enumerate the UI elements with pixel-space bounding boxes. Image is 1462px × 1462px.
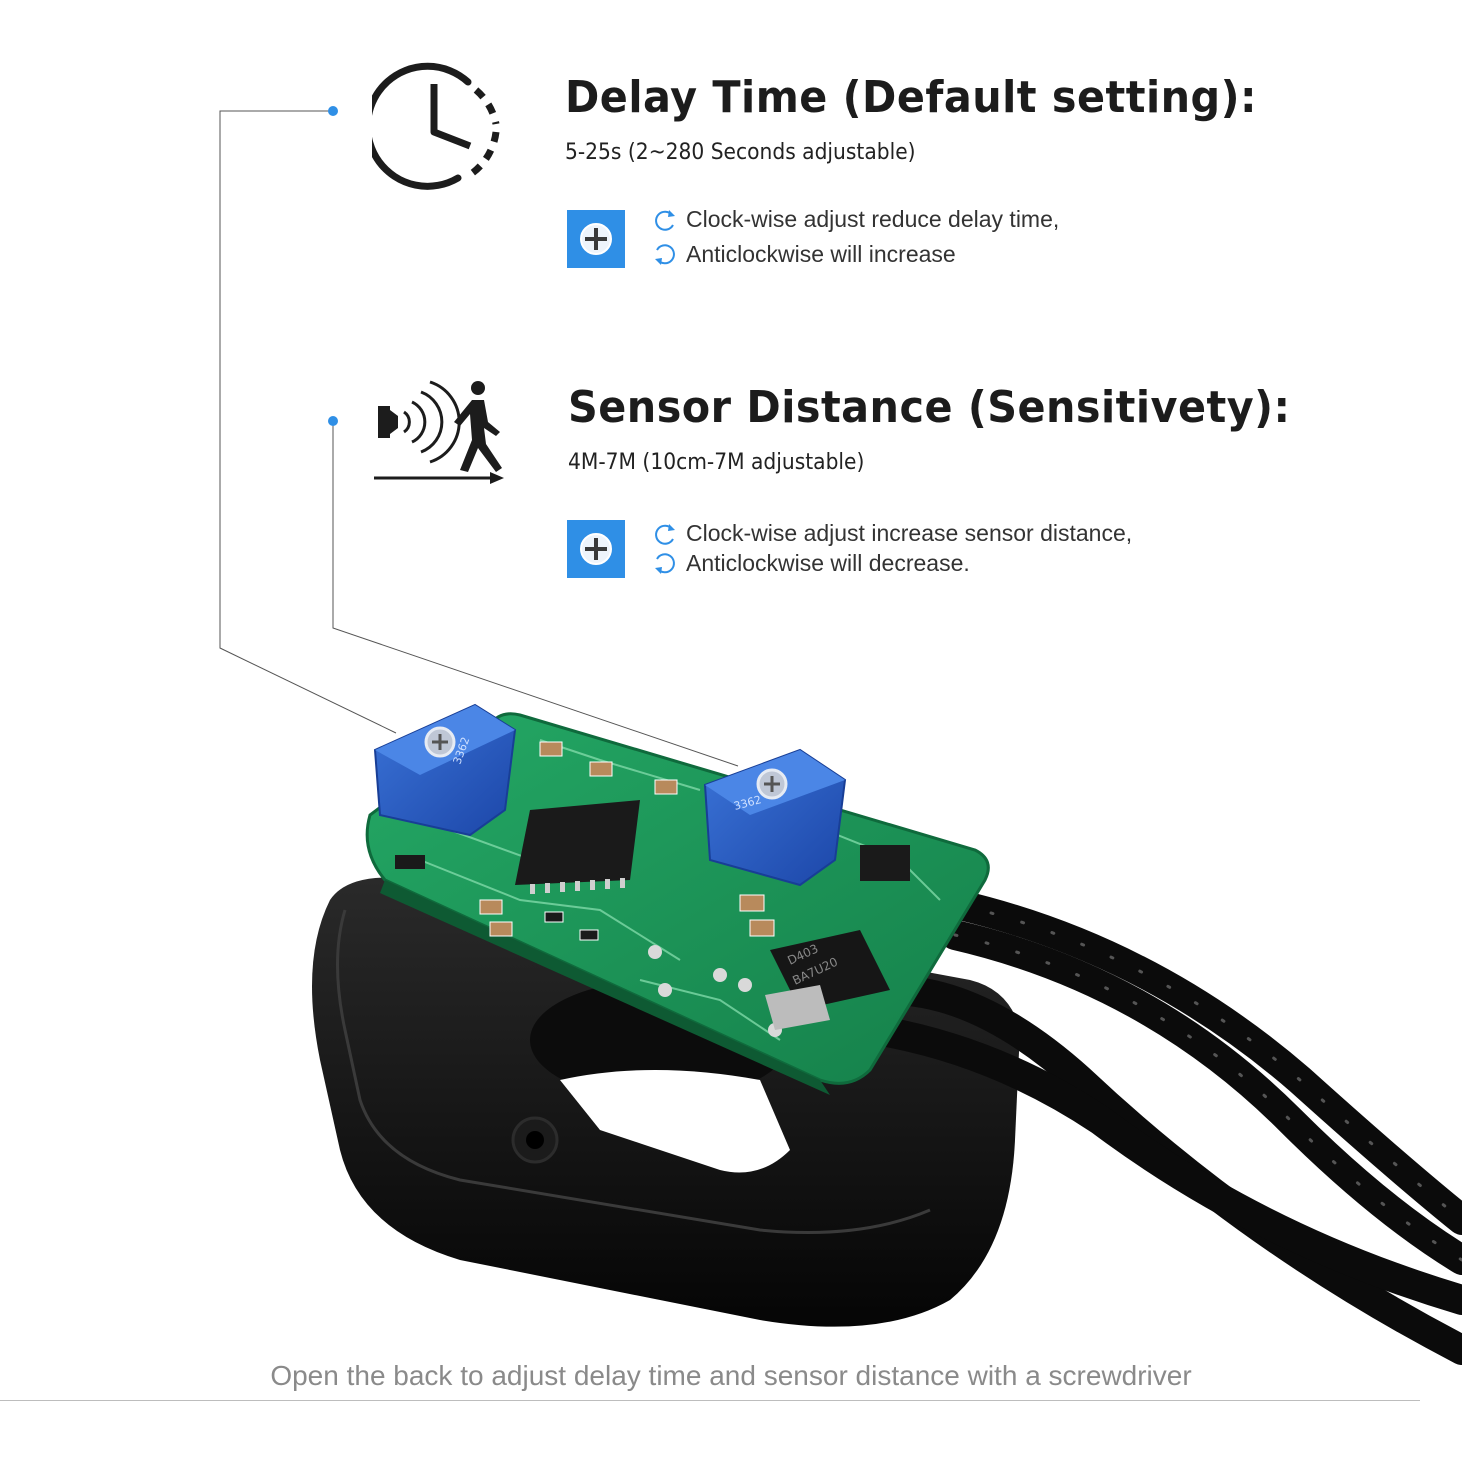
clock-icon: [372, 62, 500, 190]
delay-leader-dot: [328, 106, 338, 116]
bottom-ic: D403 BA7U20: [765, 930, 890, 1030]
delay-hint-line1: Clock-wise adjust reduce delay time,: [686, 206, 1060, 232]
clockwise-arrow-icon: [655, 523, 675, 545]
ic-chip: [515, 800, 640, 894]
delay-screw-icon: [567, 210, 625, 268]
sensor-leader-dot: [328, 416, 338, 426]
sensor-hint-clockwise: Clock-wise adjust increase sensor distan…: [652, 520, 1132, 547]
pcb-board: D403 BA7U20: [365, 712, 990, 1095]
motion-sensor-icon: [374, 380, 504, 484]
delay-hint-anticlockwise: Anticlockwise will increase: [652, 241, 956, 268]
delay-hint-line2: Anticlockwise will increase: [686, 241, 956, 267]
sensor-title: Sensor Distance (Sensitivety):: [568, 382, 1291, 433]
delay-hint-clockwise: Clock-wise adjust reduce delay time,: [652, 206, 1059, 233]
delay-leader-line: [219, 110, 397, 734]
delay-subtitle: 5-25s (2~280 Seconds adjustable): [565, 140, 916, 165]
sensor-hint-line1: Clock-wise adjust increase sensor distan…: [686, 520, 1133, 546]
anticlockwise-arrow-icon: [655, 552, 675, 574]
delay-potentiometer: 3362: [373, 703, 517, 837]
clockwise-arrow-icon: [655, 209, 675, 231]
smd-components: [395, 741, 910, 1037]
cables: [825, 890, 1462, 1365]
sensor-subtitle: 4M-7M (10cm-7M adjustable): [568, 450, 865, 475]
sensor-screw-icon: [567, 520, 625, 578]
sensor-leader-line: [332, 421, 739, 767]
sensor-hint-line2: Anticlockwise will decrease.: [686, 550, 970, 576]
bottom-divider: [0, 1400, 1420, 1401]
anticlockwise-arrow-icon: [655, 243, 675, 265]
sensor-potentiometer: 3362: [703, 748, 847, 887]
delay-title: Delay Time (Default setting):: [565, 72, 1258, 123]
sensor-hint-anticlockwise: Anticlockwise will decrease.: [652, 550, 970, 577]
bottom-caption: Open the back to adjust delay time and s…: [270, 1360, 1192, 1391]
